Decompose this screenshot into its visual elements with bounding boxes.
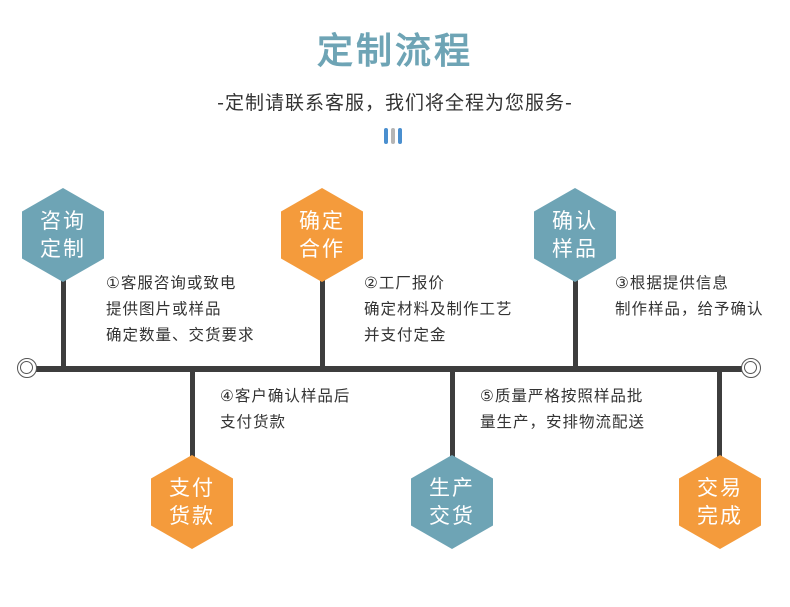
- desc-line: 提供图片或样品: [106, 300, 222, 318]
- step-4-label-line2: 货款: [169, 504, 215, 528]
- step-2-hexagon: 确定合作: [281, 188, 363, 282]
- timeline-start-circle-icon: [17, 358, 37, 378]
- page-subtitle: -定制请联系客服，我们将全程为您服务-: [217, 92, 573, 114]
- desc-line: 支付货款: [220, 413, 287, 431]
- desc-line: 量生产，安排物流配送: [480, 413, 646, 431]
- step-3-label-line2: 样品: [552, 237, 598, 261]
- step-1-connector: [61, 270, 66, 368]
- desc-line: ④客户确认样品后: [220, 387, 351, 405]
- step-6-label-line1: 交易: [697, 476, 743, 500]
- desc-line: 制作样品，给予确认: [615, 300, 764, 318]
- step-5-description: ⑤质量严格按照样品批 量生产，安排物流配送: [480, 383, 645, 435]
- step-3-hexagon: 确认样品: [534, 188, 616, 282]
- step-1-label-line1: 咨询: [40, 209, 86, 233]
- desc-line: ②工厂报价: [364, 274, 445, 292]
- step-2-connector: [320, 270, 325, 368]
- step-4-description: ④客户确认样品后 支付货款: [220, 383, 350, 435]
- step-2-label-line2: 合作: [299, 237, 345, 261]
- desc-line: 并支付定金: [364, 326, 447, 344]
- step-5-hexagon: 生产交货: [411, 455, 493, 549]
- step-3-description: ③根据提供信息 制作样品，给予确认: [615, 270, 764, 322]
- step-6-hexagon: 交易完成: [679, 455, 761, 549]
- step-4-label-line1: 支付: [169, 476, 215, 500]
- step-3-connector: [573, 270, 578, 368]
- step-1-description: ①客服咨询或致电 提供图片或样品 确定数量、交货要求: [106, 270, 255, 348]
- decorative-dots-icon: [384, 128, 402, 144]
- desc-line: ③根据提供信息: [615, 274, 729, 292]
- timeline: [35, 366, 745, 372]
- page-title: 定制流程: [316, 31, 473, 72]
- desc-line: 确定材料及制作工艺: [364, 300, 513, 318]
- timeline-end-circle-icon: [741, 358, 761, 378]
- desc-line: ①客服咨询或致电: [106, 274, 237, 292]
- step-4-connector: [190, 370, 195, 458]
- step-2-description: ②工厂报价 确定材料及制作工艺 并支付定金: [364, 270, 513, 348]
- step-4-hexagon: 支付货款: [151, 455, 233, 549]
- step-6-label-line2: 完成: [697, 504, 743, 528]
- step-5-connector: [450, 370, 455, 458]
- step-2-label-line1: 确定: [299, 209, 345, 233]
- step-5-label-line1: 生产: [429, 476, 475, 500]
- step-1-hexagon: 咨询定制: [22, 188, 104, 282]
- step-6-connector: [717, 370, 722, 458]
- step-5-label-line2: 交货: [429, 504, 475, 528]
- desc-line: ⑤质量严格按照样品批: [480, 387, 644, 405]
- step-3-label-line1: 确认: [552, 209, 598, 233]
- desc-line: 确定数量、交货要求: [106, 326, 255, 344]
- step-1-label-line2: 定制: [40, 237, 86, 261]
